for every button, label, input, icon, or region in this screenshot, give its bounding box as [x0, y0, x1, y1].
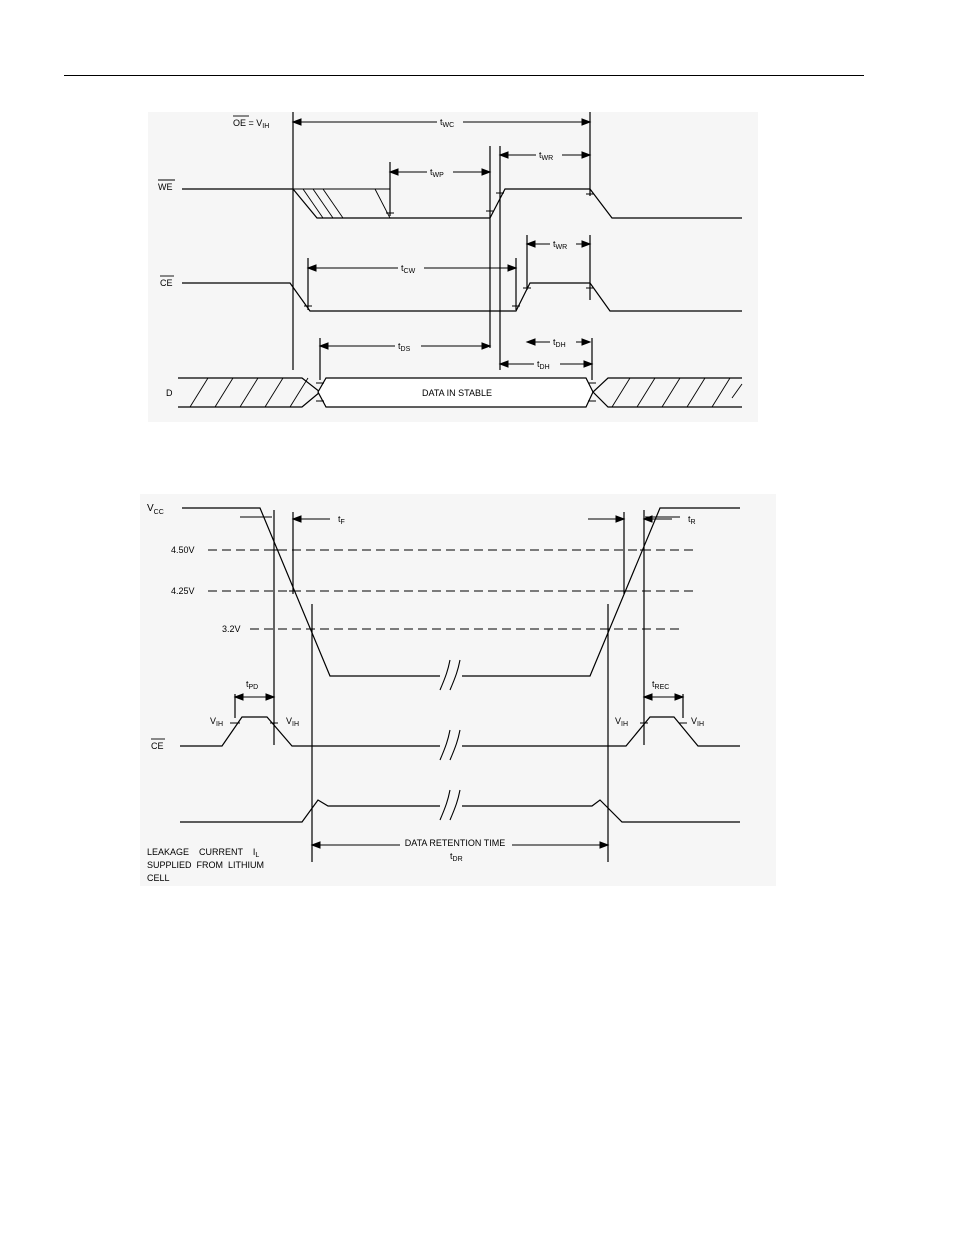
level-4-50v-label: 4.50V — [171, 545, 195, 555]
level-4-25v-label: 4.25V — [171, 586, 195, 596]
svg-text:CELL: CELL — [147, 873, 170, 883]
level-3-2v-label: 3.2V — [222, 624, 241, 634]
data-retention-time-label: DATA RETENTION TIME — [405, 838, 506, 848]
svg-text:SUPPLIED FROM LITHIUM: SUPPLIED FROM LITHIUM — [147, 860, 264, 870]
ce-retention-label: CE — [151, 741, 164, 751]
data-retention-panel — [140, 494, 776, 886]
